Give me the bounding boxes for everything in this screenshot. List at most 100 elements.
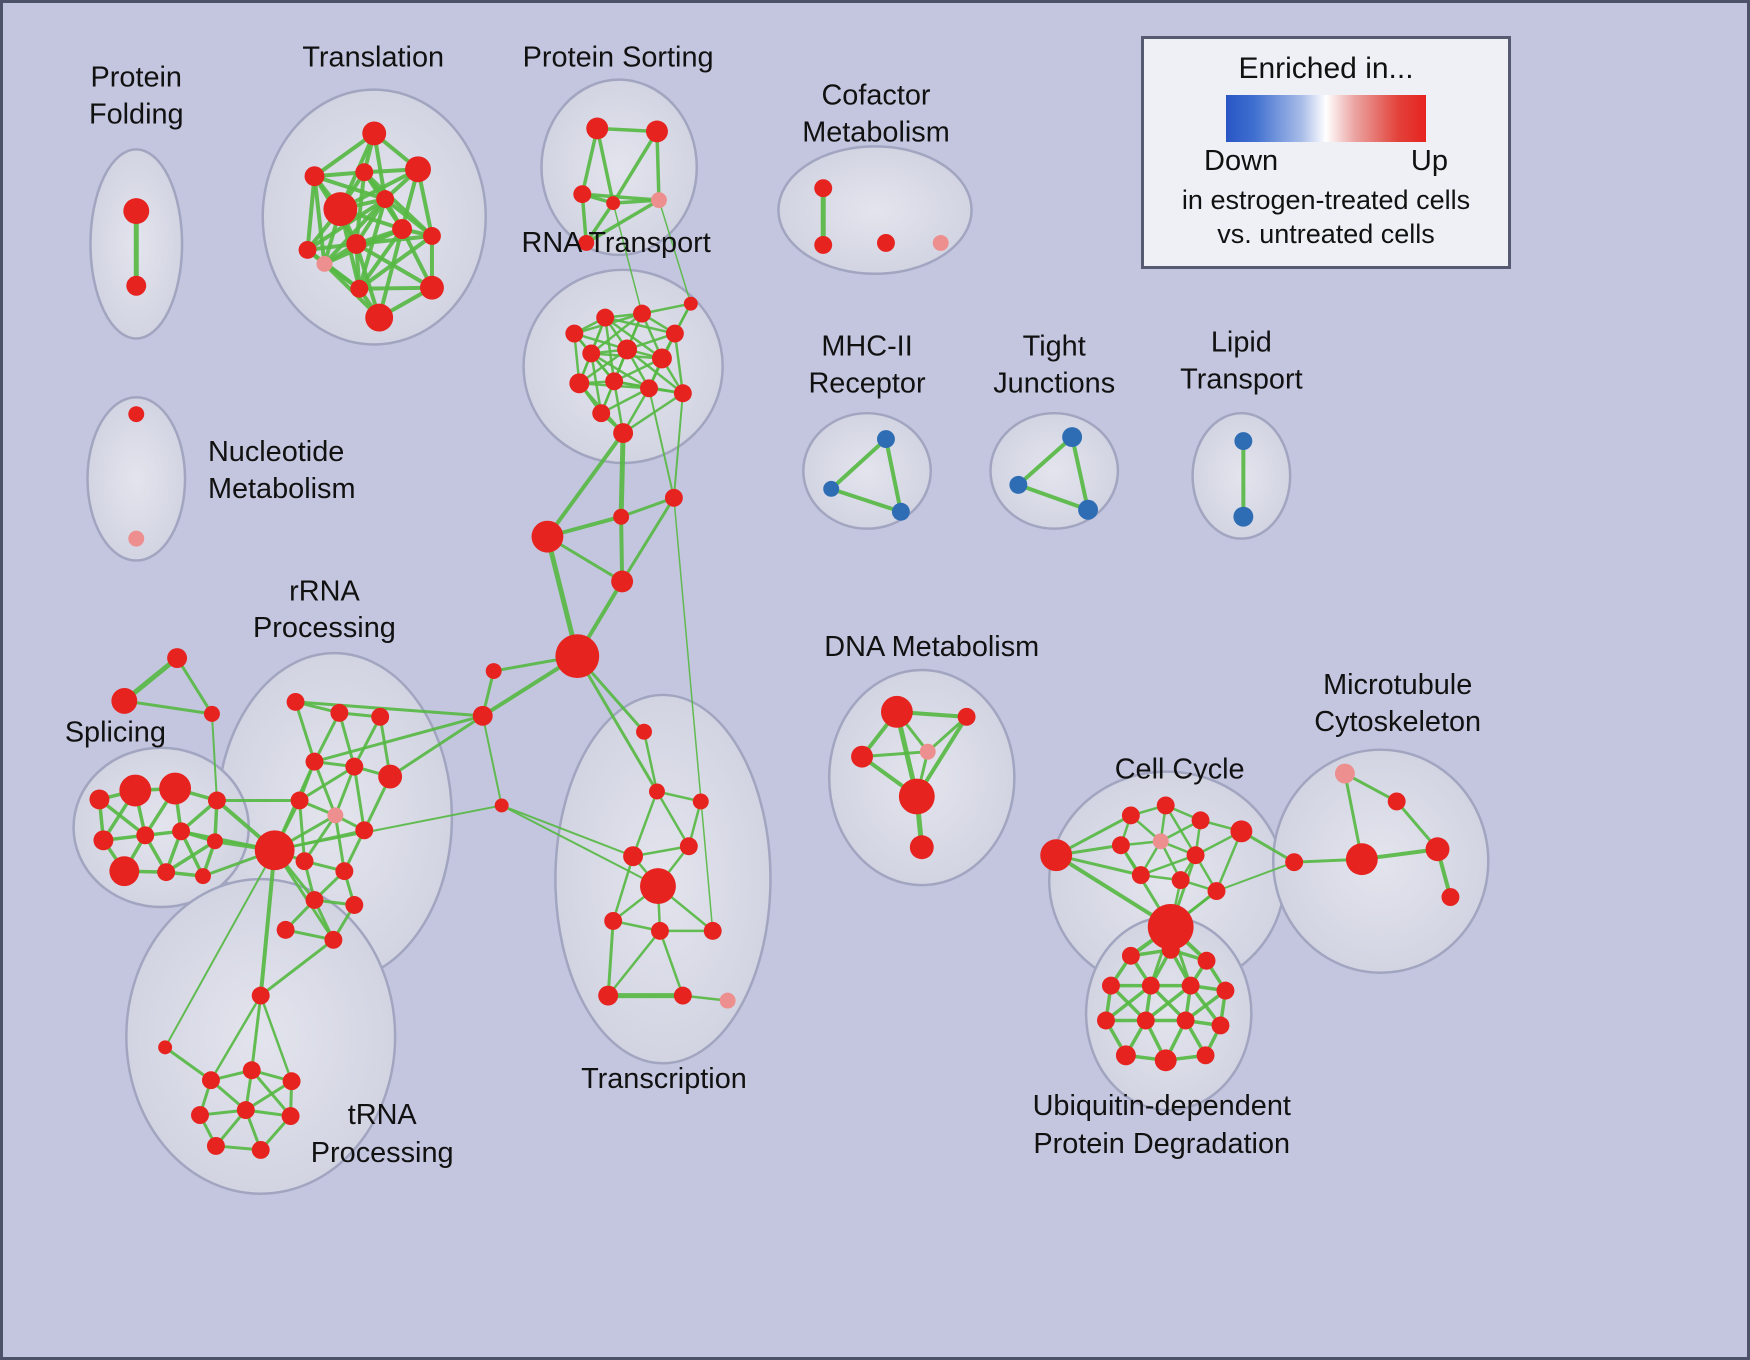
- network-edge: [354, 170, 367, 246]
- gene-set-node: [376, 190, 395, 209]
- gene-set-node: [636, 723, 652, 740]
- gene-set-node: [1197, 951, 1216, 970]
- gene-set-node: [651, 348, 672, 369]
- gene-set-node: [1211, 1016, 1230, 1035]
- network-edge: [603, 316, 677, 335]
- network-edge: [175, 656, 214, 716]
- gene-set-node: [703, 921, 722, 940]
- cluster-label-protein-folding: Folding: [89, 98, 184, 130]
- gene-set-node: [673, 384, 692, 403]
- cluster-label-microtubule-cytoskeleton: Cytoskeleton: [1314, 706, 1481, 738]
- cluster-ellipse-microtubule-cytoskeleton: [1271, 748, 1490, 974]
- network-edge: [164, 849, 276, 1049]
- gene-set-node: [876, 233, 895, 252]
- gene-set-node: [136, 826, 155, 845]
- gene-set-node: [251, 986, 270, 1005]
- gene-set-node: [109, 856, 140, 887]
- network-edge: [603, 316, 616, 383]
- network-edge: [244, 1079, 294, 1112]
- network-edge: [258, 848, 277, 998]
- network-edge: [595, 126, 615, 205]
- network-edge: [352, 765, 366, 832]
- network-edge: [584, 201, 615, 245]
- network-edge: [658, 199, 692, 305]
- network-edge: [298, 765, 356, 802]
- gene-set-node: [613, 423, 634, 444]
- network-edge: [357, 233, 434, 291]
- legend: Enriched in... Down Up in estrogen-treat…: [1141, 36, 1511, 269]
- gene-set-node: [316, 255, 333, 272]
- network-edge: [1104, 983, 1153, 1023]
- gene-set-node: [330, 703, 349, 722]
- gene-set-node: [1191, 811, 1210, 830]
- cluster-label-lipid-transport: Lipid: [1211, 326, 1272, 358]
- gene-set-node: [640, 379, 658, 398]
- gene-set-node: [814, 179, 833, 198]
- gene-set-node: [1171, 871, 1190, 890]
- network-edge: [648, 387, 675, 499]
- cluster-label-ubiquitin-dependent-protein-degradation: Ubiquitin-dependent: [1033, 1090, 1291, 1122]
- gene-set-node: [932, 234, 949, 251]
- gene-set-node: [565, 324, 584, 343]
- gene-set-node: [640, 868, 676, 905]
- gene-set-node: [191, 1106, 209, 1125]
- gene-set-node: [111, 687, 138, 714]
- legend-context-line2: vs. untreated cells: [1217, 219, 1435, 249]
- network-edge: [545, 431, 626, 539]
- gene-set-node: [1345, 843, 1378, 876]
- gene-set-node: [206, 833, 223, 850]
- gene-set-node: [604, 911, 623, 930]
- network-edge: [210, 712, 218, 802]
- gene-set-node: [555, 634, 600, 679]
- gene-set-node: [606, 196, 621, 211]
- gene-set-node: [494, 798, 509, 813]
- gene-set-node: [89, 789, 110, 810]
- gene-set-node: [1233, 506, 1254, 527]
- gene-set-node: [1121, 946, 1140, 965]
- gene-set-node: [1040, 839, 1073, 872]
- network-edge: [584, 198, 661, 245]
- gene-set-node: [531, 520, 564, 553]
- legend-axis-labels: Down Up: [1204, 145, 1448, 178]
- gene-set-node: [1097, 1011, 1115, 1030]
- gene-set-node: [891, 502, 910, 521]
- gene-set-node: [335, 862, 354, 881]
- network-edge: [575, 654, 659, 793]
- network-edge: [333, 813, 346, 873]
- gene-set-node: [851, 745, 874, 768]
- cluster-label-protein-folding: Protein: [91, 62, 182, 94]
- cluster-label-protein-sorting: Protein Sorting: [523, 42, 714, 74]
- network-edge: [312, 760, 337, 817]
- gene-set-node: [195, 868, 211, 885]
- cluster-label-ubiquitin-dependent-protein-degradation: Protein Degradation: [1033, 1128, 1290, 1160]
- gene-set-node: [1111, 836, 1130, 855]
- gene-set-node: [327, 807, 344, 824]
- gene-set-node: [898, 778, 935, 815]
- gene-set-node: [1154, 1049, 1177, 1072]
- cluster-ellipse-splicing: [72, 746, 251, 909]
- gene-set-node: [405, 156, 431, 183]
- network-edge: [294, 700, 485, 718]
- gene-set-node: [1334, 763, 1355, 784]
- gene-set-node: [1216, 981, 1235, 1000]
- gene-set-node: [823, 480, 840, 497]
- gene-set-node: [665, 324, 684, 343]
- network-edge: [655, 129, 661, 202]
- gene-set-node: [362, 121, 387, 146]
- network-edge: [357, 227, 405, 291]
- gene-set-node: [251, 1140, 270, 1159]
- gene-set-node: [569, 373, 590, 394]
- gene-set-node: [1425, 837, 1450, 862]
- gene-set-node: [324, 930, 343, 949]
- gene-set-node: [1230, 820, 1253, 843]
- gene-set-node: [692, 793, 709, 810]
- cluster-ellipse-tight-junctions: [989, 411, 1120, 530]
- gene-set-node: [345, 757, 364, 776]
- cluster-label-nucleotide-metabolism: Metabolism: [208, 473, 356, 505]
- gene-set-node: [371, 707, 390, 726]
- gene-set-node: [276, 920, 295, 939]
- cluster-label-rna-transport: RNA Transport: [522, 227, 711, 259]
- gene-set-node: [119, 774, 152, 807]
- gene-set-node: [613, 508, 630, 525]
